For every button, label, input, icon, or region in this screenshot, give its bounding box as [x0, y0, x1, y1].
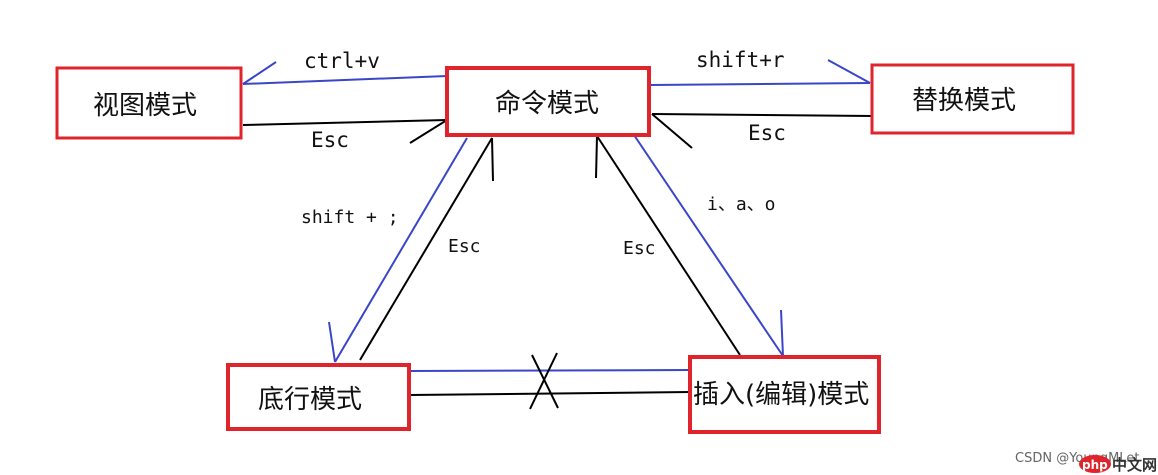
edge-command-to-replace	[649, 59, 871, 86]
edge-insert-to-command	[595, 135, 741, 356]
label-shift-r: shift+r	[696, 48, 785, 72]
label-esc-bottom: Esc	[448, 236, 481, 257]
label-esc-insert: Esc	[623, 238, 656, 259]
node-command-mode: 命令模式	[445, 66, 651, 137]
watermark: CSDN @YoungMLet php 中文网	[1015, 451, 1157, 474]
edge-bottom-to-command	[359, 137, 494, 361]
php-logo-icon	[1079, 455, 1111, 473]
watermark-php-badge: php	[1082, 458, 1108, 472]
node-view-label: 视图模式	[93, 91, 197, 121]
node-replace-mode: 替换模式	[870, 63, 1075, 135]
edge-replace-to-command	[651, 113, 874, 149]
edge-command-to-view	[242, 61, 448, 85]
node-view-mode: 视图模式	[55, 66, 243, 140]
node-command-label: 命令模式	[495, 89, 599, 119]
label-esc-replace: Esc	[748, 121, 786, 145]
edge-bottom-insert-blocked	[409, 352, 691, 410]
node-insert-mode: 插入(编辑)模式	[688, 355, 881, 434]
label-shift-semicolon: shift + ;	[301, 207, 399, 228]
node-bottom-mode: 底行模式	[226, 363, 411, 431]
label-ctrl-v: ctrl+v	[304, 49, 380, 73]
node-replace-label: 替换模式	[912, 86, 1016, 116]
label-i-a-o: i、a、o	[707, 194, 776, 215]
watermark-php-cn: 中文网	[1112, 456, 1157, 474]
edge-view-to-command	[242, 119, 448, 144]
edge-command-to-insert	[633, 134, 784, 357]
edge-command-to-bottom	[328, 137, 468, 363]
node-bottom-label: 底行模式	[258, 385, 362, 415]
label-esc-view: Esc	[311, 128, 349, 152]
node-insert-label: 插入(编辑)模式	[693, 380, 869, 410]
